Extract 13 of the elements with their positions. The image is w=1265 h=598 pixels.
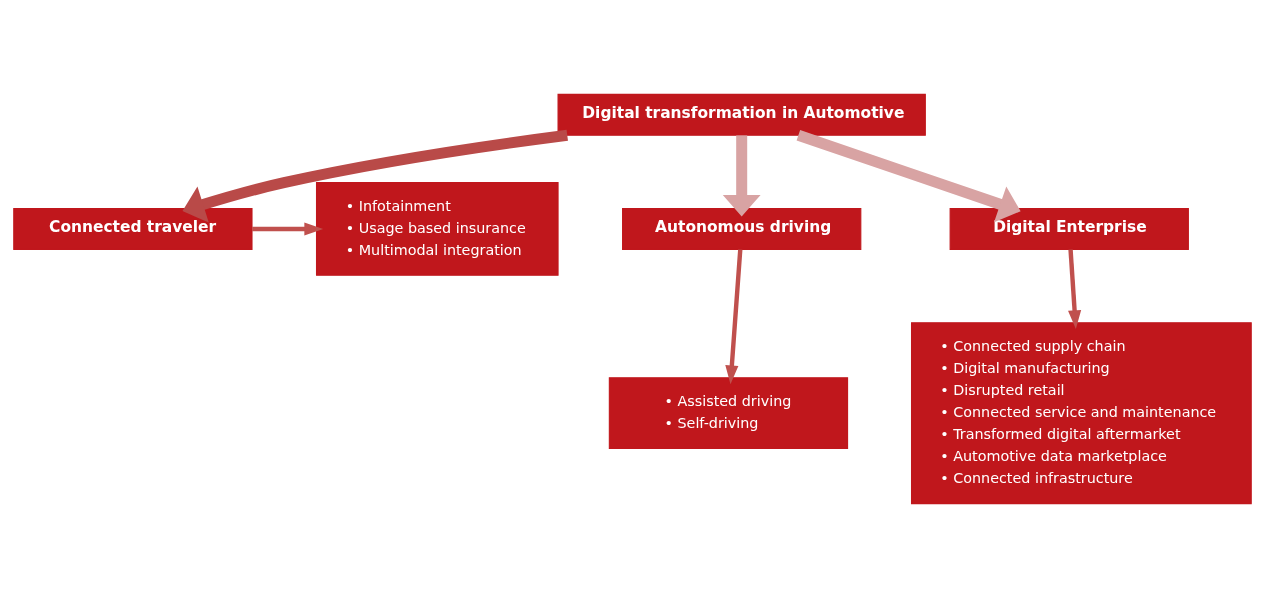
arrow [252,222,324,236]
node-box: Autonomous driving [622,208,862,250]
arrow [725,249,743,385]
arrow [722,135,761,217]
node-box: • Assisted driving • Self-driving [608,377,849,449]
node-box: • Infotainment • Usage based insurance • Multimodal integration [315,182,559,276]
node-box: Digital transformation in Automotive [557,93,926,136]
arrow [1068,249,1082,330]
arrow [182,129,568,223]
arrow [796,130,1021,223]
node-box: • Connected supply chain • Digital manufacturing • Disrupted retail • Connected service and maintenance • Transformed digital aftermarket • Automotive data marketplace • Connected infrastructure [911,322,1252,505]
node-box: Digital Enterprise [949,208,1189,250]
node-box: Connected traveler [13,208,253,250]
